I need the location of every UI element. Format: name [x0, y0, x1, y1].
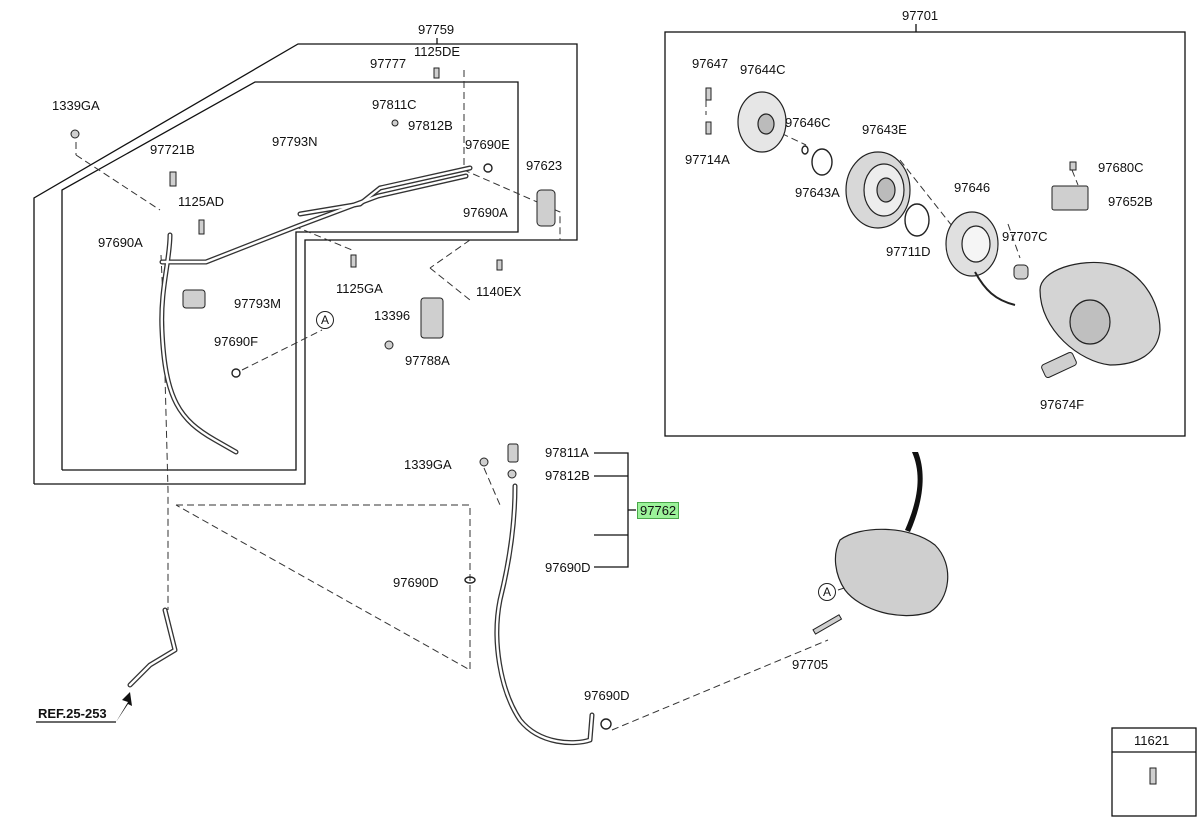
part-label-97680C[interactable]: 97680C — [1098, 160, 1144, 175]
part-label-97793M[interactable]: 97793M — [234, 296, 281, 311]
part-label-97701[interactable]: 97701 — [902, 8, 939, 23]
receiver-drier-97623 — [536, 189, 556, 227]
part-label-11621[interactable]: 11621 — [1134, 733, 1170, 748]
part-label-97646[interactable]: 97646 — [954, 180, 991, 195]
part-label-97647[interactable]: 97647 — [692, 56, 729, 71]
part-label-97759[interactable]: 97759 — [418, 22, 455, 37]
part-label-97690D-right[interactable]: 97690D — [545, 560, 591, 575]
ref-link[interactable]: REF.25-253 — [38, 706, 107, 721]
part-label-97690D-lower[interactable]: 97690D — [584, 688, 630, 703]
part-label-1125AD[interactable]: 1125AD — [178, 194, 225, 209]
part-label-97811C[interactable]: 97811C — [372, 97, 417, 112]
part-label-97690A-right[interactable]: 97690A — [463, 205, 508, 220]
part-label-97643E[interactable]: 97643E — [862, 122, 907, 137]
callout-a-lower[interactable]: A — [818, 583, 836, 601]
part-label-97674F[interactable]: 97674F — [1040, 397, 1085, 412]
part-label-97644C[interactable]: 97644C — [740, 62, 786, 77]
part-label-97711D[interactable]: 97711D — [886, 244, 931, 259]
assembly-outline-97759 — [33, 43, 578, 485]
pointer-arrow — [905, 452, 923, 532]
callout-a-upper[interactable]: A — [316, 311, 334, 329]
part-label-97646C[interactable]: 97646C — [785, 115, 831, 130]
ref-arrow — [36, 692, 132, 723]
part-label-97705[interactable]: 97705 — [792, 657, 829, 672]
part-label-97652B[interactable]: 97652B — [1108, 194, 1153, 209]
part-label-97721B[interactable]: 97721B — [150, 142, 195, 157]
part-label-97812B[interactable]: 97812B — [408, 118, 453, 133]
part-label-97777[interactable]: 97777 — [370, 56, 407, 71]
part-label-1125DE[interactable]: 1125DE — [414, 44, 461, 59]
part-label-1125GA[interactable]: 1125GA — [336, 281, 383, 296]
part-label-13396[interactable]: 13396 — [374, 308, 411, 323]
sensor-97674F — [1041, 351, 1077, 379]
part-label-97623[interactable]: 97623 — [526, 158, 563, 173]
compressor-assembly — [834, 528, 949, 617]
part-label-97788A[interactable]: 97788A — [405, 353, 450, 368]
part-label-97690A-left[interactable]: 97690A — [98, 235, 143, 250]
part-label-1140EX[interactable]: 1140EX — [476, 284, 522, 299]
part-label-97690D-upper[interactable]: 97690D — [393, 575, 439, 590]
part-label-97793N[interactable]: 97793N — [272, 134, 318, 149]
assembly-outline-97777 — [61, 81, 519, 471]
part-label-97707C[interactable]: 97707C — [1002, 229, 1048, 244]
bracket-97788A — [420, 297, 444, 339]
part-label-97812B-mid[interactable]: 97812B — [545, 468, 590, 483]
bolt-97705 — [812, 614, 843, 635]
part-label-97643A[interactable]: 97643A — [795, 185, 840, 200]
part-label-97762-highlighted[interactable]: 97762 — [637, 502, 680, 519]
part-label-1339GA[interactable]: 1339GA — [52, 98, 100, 113]
part-label-97811A[interactable]: 97811A — [545, 445, 589, 460]
part-label-97690F[interactable]: 97690F — [214, 334, 259, 349]
part-label-97690E[interactable]: 97690E — [465, 137, 510, 152]
part-label-97714A[interactable]: 97714A — [685, 152, 730, 167]
part-box-11621 — [1111, 727, 1197, 817]
compressor-group-box — [664, 31, 1186, 437]
part-label-1339GA-mid[interactable]: 1339GA — [404, 457, 452, 472]
